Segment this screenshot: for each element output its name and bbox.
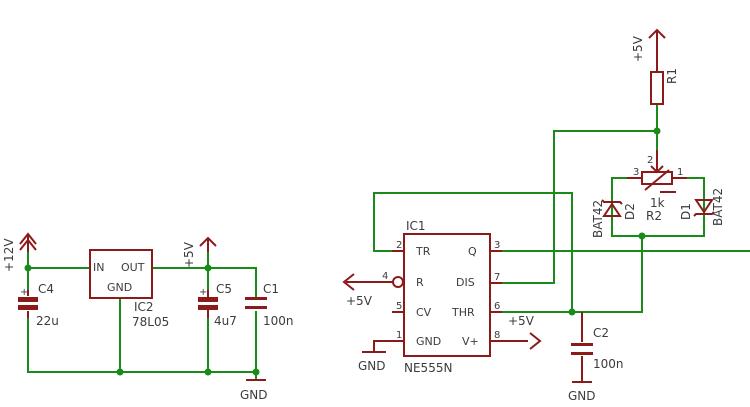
potentiometer-r2 <box>641 171 673 185</box>
timing-network: +5V R1 3 2 1 1k R2 D2 BAT42 D1 BAT42 <box>591 28 725 238</box>
ic1-pinnum-r: 4 <box>382 271 388 282</box>
ic1-pinnum-tr: 2 <box>396 240 402 251</box>
ic1-ground-wire <box>373 340 392 352</box>
c2-ground-label: GND <box>568 389 596 403</box>
r2-wiper-arrow <box>650 165 664 174</box>
resistor-r1 <box>650 71 664 105</box>
c1-name: C1 <box>263 282 279 296</box>
c5-value: 4u7 <box>214 314 237 328</box>
r2-pin3: 3 <box>633 167 639 178</box>
wire-trigger-loop <box>373 192 573 313</box>
ground-label: GND <box>240 388 268 402</box>
ic1-label-q: Q <box>468 245 477 258</box>
c1-value: 100n <box>263 314 294 328</box>
ic1-body <box>403 233 491 357</box>
d1-name: D1 <box>679 203 693 220</box>
d1-value: BAT42 <box>711 188 725 226</box>
ic1-pinnum-dis: 7 <box>494 272 500 283</box>
wire-threshold <box>495 235 643 313</box>
ic2-pin-out: OUT <box>121 261 145 274</box>
ic1-label-gnd: GND <box>416 335 441 348</box>
reset-supply-arrow <box>342 273 355 291</box>
r2-adjust-line <box>644 169 670 191</box>
r2-pin1: 1 <box>677 167 683 178</box>
r1-name: R1 <box>665 68 679 84</box>
c4-value: 22u <box>36 314 59 328</box>
junction <box>204 264 212 272</box>
svg-text:+: + <box>20 287 28 298</box>
ic1-label-cv: CV <box>416 306 432 319</box>
vplus-supply-label: +5V <box>508 314 535 328</box>
ic1-ground-label: GND <box>358 359 386 373</box>
c2-plate-top <box>571 343 593 346</box>
ic1-label-dis: DIS <box>456 276 475 289</box>
ic1-pinnum-cv: 5 <box>396 301 402 312</box>
junction <box>116 368 124 376</box>
c2-name: C2 <box>593 326 609 340</box>
junction <box>568 308 576 316</box>
ic1-name: IC1 <box>406 219 426 233</box>
timer-section: IC1 NE555N +5V +5V TR R CV GND Q DIS THR… <box>342 103 750 403</box>
capacitor-c4: + <box>18 287 38 318</box>
ic2-name: IC2 <box>134 300 154 314</box>
supply-12v-symbol <box>19 232 37 252</box>
r2-pin2: 2 <box>647 155 653 166</box>
ic1-label-tr: TR <box>415 245 431 258</box>
capacitor-c5: + <box>198 287 218 318</box>
ic1-label-thr: THR <box>451 306 475 319</box>
ic1-pinnum-gnd: 1 <box>396 330 402 341</box>
c4-name: C4 <box>38 282 54 296</box>
junction <box>252 368 260 376</box>
ic2-pin-gnd: GND <box>107 281 132 294</box>
ic1-label-vplus: V+ <box>462 335 479 348</box>
wire-r2-d1 <box>686 177 705 237</box>
ic1-label-r: R <box>416 276 424 289</box>
r2-name: R2 <box>646 209 662 223</box>
vplus-supply-arrow <box>529 332 542 350</box>
ic2-value: 78L05 <box>132 315 169 329</box>
junction <box>204 368 212 376</box>
c2-value: 100n <box>593 357 624 371</box>
r2-value: 1k <box>650 196 665 210</box>
junction <box>24 264 32 272</box>
ic1-pinnum-q: 3 <box>494 240 500 251</box>
reset-bubble <box>392 276 404 288</box>
regulator-section: +12V + C4 22u IN OUT GND IC2 78L05 +5V <box>2 232 294 402</box>
reset-supply-label: +5V <box>346 294 373 308</box>
ic1-pinnum-thr: 6 <box>494 301 500 312</box>
diode-d2 <box>601 199 623 217</box>
timing-supply-arrow <box>648 28 666 39</box>
ic1-value: NE555N <box>404 361 452 375</box>
ic2-body <box>89 249 153 299</box>
d2-name: D2 <box>623 203 637 220</box>
supply-5v-label: +5V <box>182 241 196 268</box>
ic2-pin-in: IN <box>93 261 104 274</box>
diode-d1 <box>693 199 715 217</box>
supply-12v-label: +12V <box>2 238 16 272</box>
wire-discharge <box>495 130 658 284</box>
supply-5v-symbol <box>199 236 217 252</box>
c5-name: C5 <box>216 282 232 296</box>
capacitor-c1 <box>245 297 267 309</box>
svg-text:+: + <box>199 287 207 298</box>
timing-supply-label: +5V <box>631 35 645 62</box>
junction <box>653 127 661 135</box>
junction <box>638 232 646 240</box>
ic1-pinnum-vplus: 8 <box>494 330 500 341</box>
c2-plate-bottom <box>571 352 593 355</box>
d2-value: BAT42 <box>591 200 605 238</box>
